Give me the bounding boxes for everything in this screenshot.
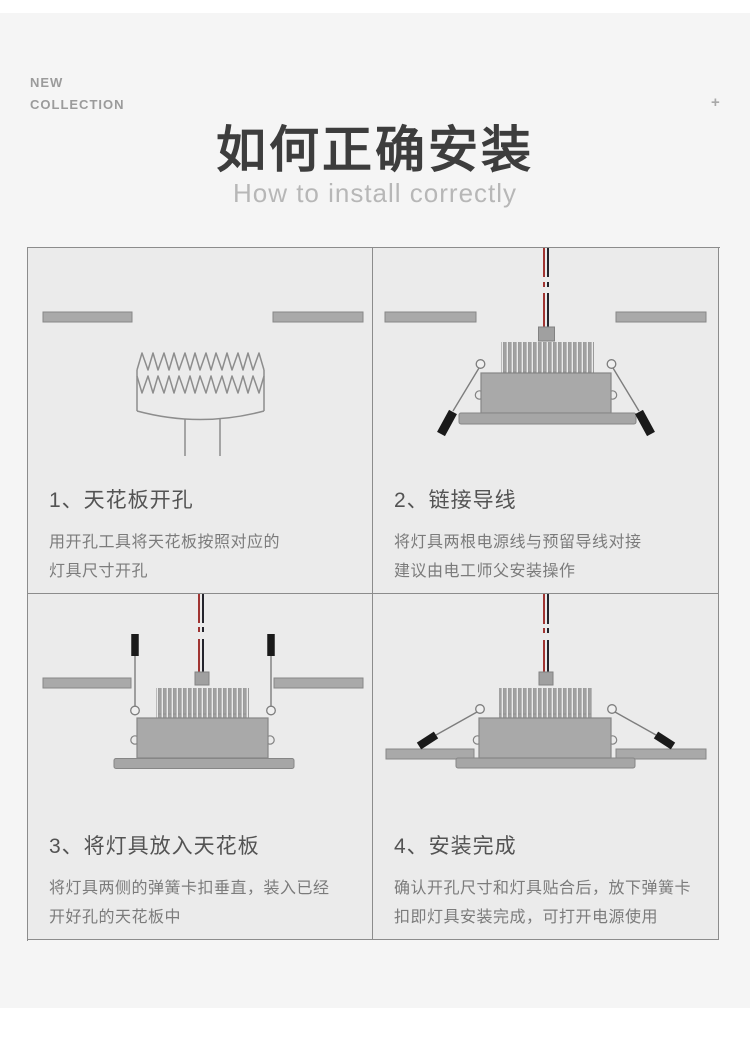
spring-clip-left [416,704,485,750]
ceiling-bar-left [384,311,477,323]
wire-connector-block [538,671,554,686]
spring-clip-right [266,634,276,716]
collection-label-line1: NEW [30,75,64,90]
step-1-text: 1、天花板开孔 用开孔工具将天花板按照对应的 灯具尺寸开孔 [49,484,359,586]
spring-clip-left [437,359,486,437]
step-3-title: 3、将灯具放入天花板 [49,835,260,858]
step-panel-2: 2、链接导线 将灯具两根电源线与预留导线对接 建议由电工师父安装操作 [373,248,719,594]
lamp-body [480,372,612,414]
installed-complete-illustration [385,594,707,769]
plus-icon: + [711,94,720,111]
step-3-description: 将灯具两侧的弹簧卡扣垂直，装入已经 开好孔的天花板中 [49,880,330,926]
wire-connector-block [194,671,210,686]
lamp-body [136,717,269,759]
ceiling-bar-left [385,748,475,760]
spring-clip-right [607,704,676,750]
hole-saw-illustration [42,311,364,456]
ceiling-bar-right [615,311,707,323]
trim-ring [113,758,295,769]
trim-ring [458,412,637,425]
step-2-text: 2、链接导线 将灯具两根电源线与预留导线对接 建议由电工师父安装操作 [394,484,704,586]
steps-grid: 1、天花板开孔 用开孔工具将天花板按照对应的 灯具尺寸开孔 [27,247,720,941]
heatsink-fins [501,342,594,373]
step-panel-3: 3、将灯具放入天花板 将灯具两侧的弹簧卡扣垂直，装入已经 开好孔的天花板中 [28,594,373,940]
ceiling-bar-left [42,677,132,689]
step-2-description: 将灯具两根电源线与预留导线对接 建议由电工师父安装操作 [394,534,642,580]
ceiling-bar-right [272,311,364,323]
heatsink-fins [156,688,249,718]
step-3-text: 3、将灯具放入天花板 将灯具两侧的弹簧卡扣垂直，装入已经 开好孔的天花板中 [49,830,359,932]
hole-saw-icon [136,352,265,456]
ceiling-bar-left [42,311,133,323]
heatsink-fins [499,688,592,718]
step-panel-4: 4、安装完成 确认开孔尺寸和灯具贴合后，放下弹簧卡 扣即灯具安装完成，可打开电源… [373,594,719,940]
step-4-description: 确认开孔尺寸和灯具贴合后，放下弹簧卡 扣即灯具安装完成，可打开电源使用 [394,880,692,926]
power-wires [543,248,549,327]
collection-label-line2: COLLECTION [30,97,125,112]
step-1-description: 用开孔工具将天花板按照对应的 灯具尺寸开孔 [49,534,281,580]
spring-clip-left [130,634,140,716]
spring-clip-right [606,359,655,437]
step-4-title: 4、安装完成 [394,835,517,858]
wire-connector-block [538,326,555,342]
page-subtitle: How to install correctly [232,178,518,208]
ceiling-bar-right [615,748,707,760]
power-wires [543,594,549,672]
page-title: 如何正确安装 [216,122,534,178]
step-1-title: 1、天花板开孔 [49,489,194,512]
insert-lamp-illustration [42,594,364,769]
collection-label: NEW COLLECTION [30,72,125,116]
ceiling-bar-right [273,677,364,689]
step-2-title: 2、链接导线 [394,489,517,512]
power-wires [198,594,204,672]
step-4-text: 4、安装完成 确认开孔尺寸和灯具贴合后，放下弹簧卡 扣即灯具安装完成，可打开电源… [394,830,704,932]
trim-ring [455,757,636,769]
lamp-body [478,717,612,759]
step-panel-1: 1、天花板开孔 用开孔工具将天花板按照对应的 灯具尺寸开孔 [28,248,373,594]
wire-connection-illustration [384,248,707,437]
